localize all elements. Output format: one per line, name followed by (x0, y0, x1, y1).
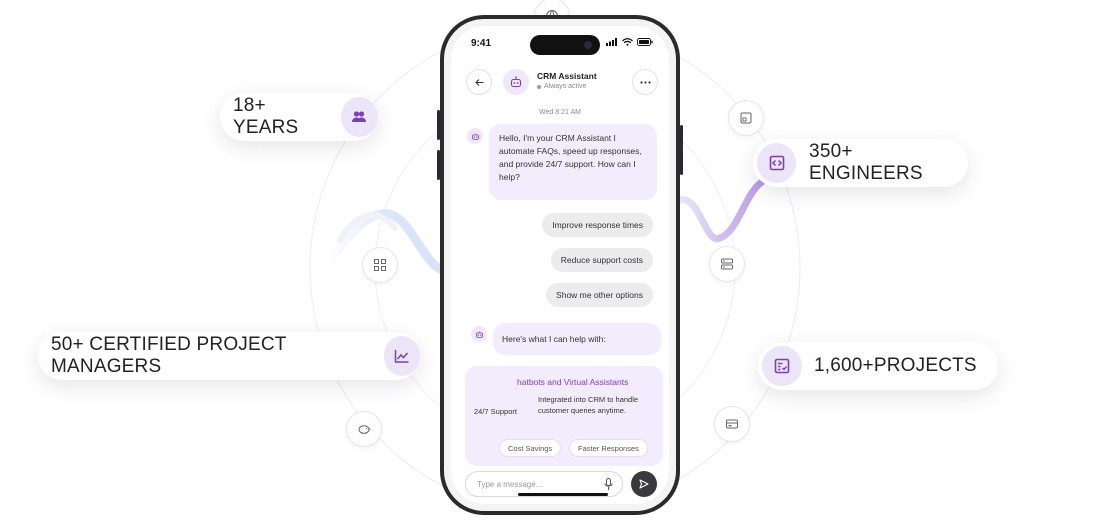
phone-frame: 9:41 CRM Assistant (440, 15, 680, 515)
option-reduce-costs[interactable]: Reduce support costs (550, 248, 653, 272)
card-title: hatbots and Virtual Assistants (517, 377, 629, 387)
bot-message-icon (467, 128, 483, 144)
stat-engineers: 350+ ENGINEERS (753, 139, 968, 187)
piggy-bank-icon (346, 411, 382, 447)
more-dots-icon (639, 80, 651, 84)
stat-projects-label: 1,600+PROJECTS (814, 355, 977, 376)
chat-date: Wed 8:21 AM (539, 109, 581, 116)
robot-icon (510, 76, 522, 88)
signal-icon (606, 38, 617, 46)
stat-engineers-label: 350+ ENGINEERS (809, 141, 923, 184)
back-button[interactable] (466, 69, 492, 95)
stat-managers-label: 50+ CERTIFIED PROJECT MANAGERS (51, 334, 287, 377)
stat-years-label: 18+ YEARS (233, 95, 299, 138)
phone-side-button (680, 125, 683, 175)
bot-message-icon (471, 326, 487, 342)
chat-status: Always active (537, 83, 586, 90)
chip-faster-responses[interactable]: Faster Responses (569, 439, 648, 457)
chat-status-text: Always active (544, 83, 587, 90)
card-description: Integrated into CRM to handle customer q… (538, 395, 639, 415)
bot-intro-message: Hello, I'm your CRM Assistant I automate… (489, 124, 657, 200)
chat-header: CRM Assistant Always active (451, 62, 669, 102)
stat-years: 18+ YEARS (220, 93, 378, 141)
stat-managers: 50+ CERTIFIED PROJECT MANAGERS (38, 332, 420, 380)
dynamic-island (530, 35, 600, 55)
code-icon (757, 143, 797, 183)
chip-cost-savings[interactable]: Cost Savings (499, 439, 562, 457)
card-label: 24/7 Support (474, 407, 517, 416)
home-indicator (518, 493, 608, 496)
checklist-icon (762, 346, 802, 386)
card-icon (714, 406, 750, 442)
bot-avatar (503, 69, 529, 95)
send-icon (639, 479, 649, 489)
chat-screen: 9:41 CRM Assistant (451, 26, 669, 504)
battery-icon (637, 38, 653, 46)
chat-title: CRM Assistant (537, 71, 597, 81)
phone-side-button (437, 150, 440, 180)
server-icon (709, 246, 745, 282)
option-show-other[interactable]: Show me other options (546, 283, 653, 307)
robot-icon (475, 331, 483, 338)
status-time: 9:41 (471, 38, 492, 49)
tablet-icon (728, 100, 764, 136)
bot-help-message: Here's what I can help with: (493, 323, 661, 355)
wifi-icon (622, 38, 633, 46)
microphone-icon[interactable] (604, 478, 613, 491)
option-improve-response[interactable]: Improve response times (542, 213, 653, 237)
status-icons (606, 38, 653, 46)
send-button[interactable] (631, 471, 657, 497)
message-placeholder: Type a message... (477, 480, 543, 489)
people-icon (340, 97, 378, 137)
message-input[interactable]: Type a message... (465, 471, 623, 497)
more-options-button[interactable] (632, 69, 658, 95)
service-card[interactable]: hatbots and Virtual Assistants 24/7 Supp… (465, 366, 663, 466)
arrow-left-icon (474, 78, 483, 86)
stat-projects: 1,600+PROJECTS (758, 342, 998, 390)
status-bar: 9:41 (451, 26, 669, 56)
message-composer: Type a message... (451, 466, 669, 504)
robot-icon (471, 133, 479, 140)
chart-line-icon (383, 336, 420, 376)
qr-icon (362, 247, 398, 283)
phone-side-button (437, 110, 440, 140)
status-dot (537, 84, 541, 89)
